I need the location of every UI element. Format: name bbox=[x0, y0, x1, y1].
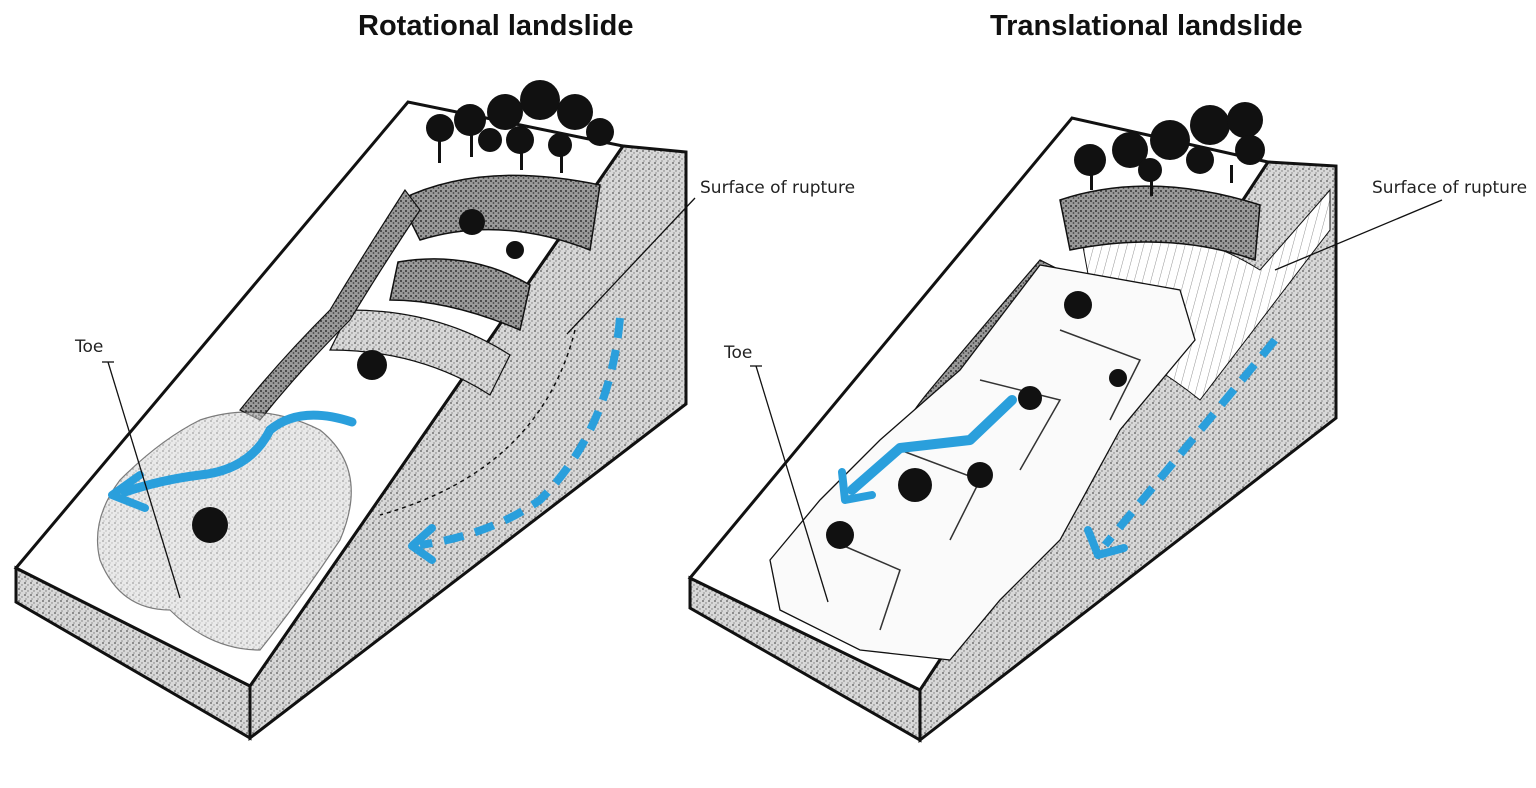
trans-main-scarp bbox=[1059, 185, 1261, 262]
rot-motion-arrow-head-icon bbox=[108, 471, 149, 512]
rot-dashed-arrow-head-icon bbox=[408, 524, 436, 564]
trans-dashed-arrow-icon bbox=[1101, 337, 1279, 548]
trans-rupture-leader bbox=[1274, 199, 1443, 271]
rot-toe-leader bbox=[107, 361, 181, 599]
trans-toe-leader bbox=[755, 365, 829, 603]
trans-rupture-label: Surface of rupture bbox=[1372, 178, 1528, 198]
rot-slump-block-1 bbox=[389, 258, 531, 332]
trans-tree-small-icon bbox=[826, 291, 1127, 549]
rot-tree-cluster-icon bbox=[426, 80, 614, 173]
rot-tree-small-icon bbox=[192, 209, 524, 543]
rot-dashed-arrow-icon bbox=[419, 317, 624, 549]
translational-block bbox=[687, 102, 1443, 744]
trans-dashed-arrow-head-icon bbox=[1084, 526, 1128, 559]
rot-motion-arrow-icon bbox=[120, 410, 357, 497]
rotational-block bbox=[13, 80, 696, 742]
trans-tree-cluster-icon bbox=[1074, 102, 1265, 196]
translational-title: Translational landslide bbox=[990, 10, 1303, 42]
trans-toe-label: Toe bbox=[724, 343, 753, 363]
rot-rupture-label: Surface of rupture bbox=[700, 178, 856, 198]
trans-motion-arrow-head-icon bbox=[838, 468, 876, 504]
trans-motion-arrow-icon bbox=[847, 395, 1017, 495]
rot-toe-label: Toe bbox=[75, 337, 104, 357]
rot-rupture-leader bbox=[566, 197, 696, 335]
rot-rupture-surface bbox=[379, 329, 576, 516]
rotational-title: Rotational landslide bbox=[358, 10, 634, 42]
